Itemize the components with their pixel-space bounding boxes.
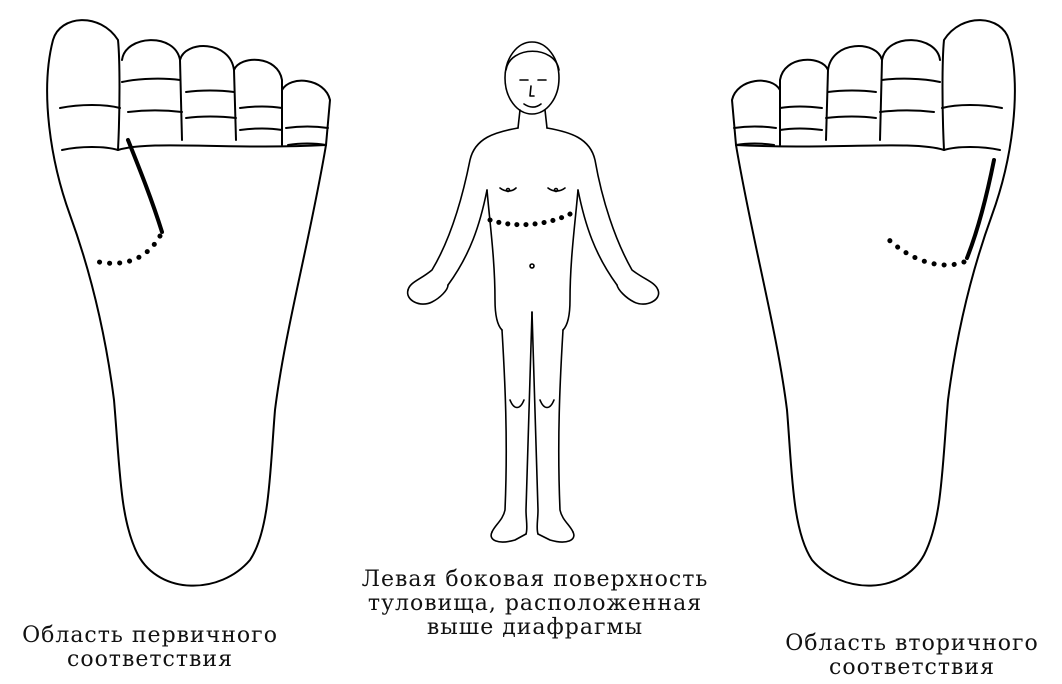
caption-left-torso: Левая боковая поверхность туловища, расп… — [330, 568, 740, 640]
caption-secondary-area: Область вторичного соответствия — [762, 632, 1062, 680]
left-foot-sole — [47, 20, 330, 586]
right-foot-sole — [732, 20, 1015, 586]
human-figure — [408, 42, 659, 542]
caption-line: туловища, расположенная — [330, 592, 740, 616]
caption-primary-area: Область первичного соответствия — [0, 624, 300, 672]
caption-line: Левая боковая поверхность — [330, 568, 740, 592]
caption-line: Область вторичного — [762, 632, 1062, 656]
caption-line: соответствия — [762, 656, 1062, 680]
caption-line: Область первичного — [0, 624, 300, 648]
caption-line: выше диафрагмы — [330, 616, 740, 640]
caption-line: соответствия — [0, 648, 300, 672]
